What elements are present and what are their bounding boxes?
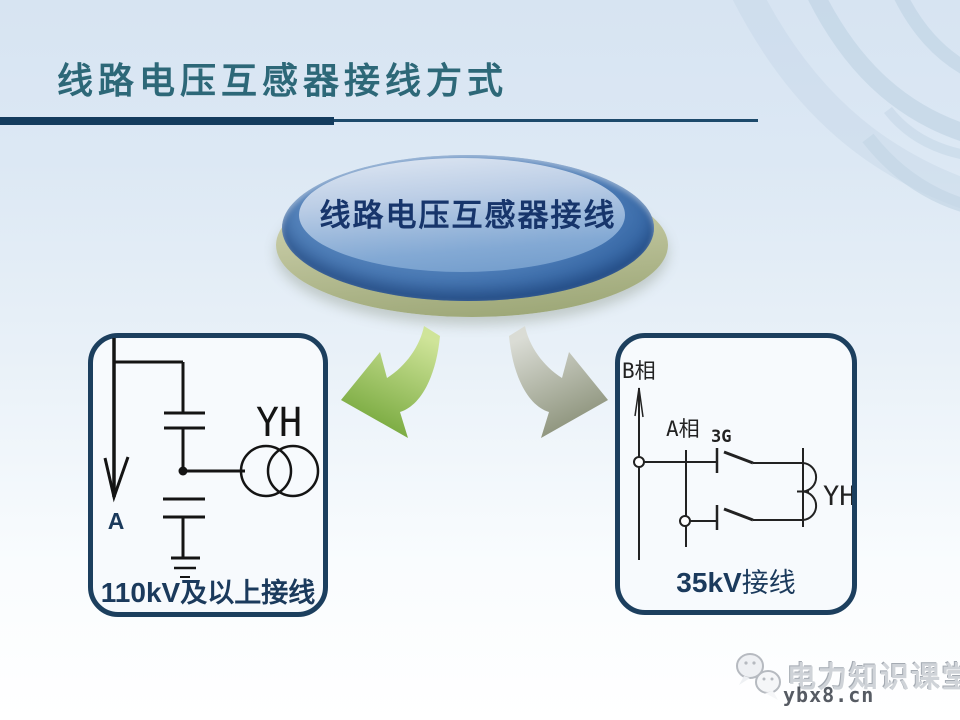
watermark-brand: 电力知识课堂	[787, 662, 960, 694]
yh-label: YH	[256, 400, 302, 446]
caption-text: 及以上接线	[180, 578, 316, 608]
switch-3g-label: 3G	[711, 427, 731, 447]
phase-b-label: B相	[622, 359, 656, 383]
caption-voltage: 110kV	[100, 577, 181, 608]
caption-35kv: 35kV接线	[620, 561, 852, 600]
disconnector-switch-upper	[715, 448, 754, 473]
panel-35kv: B相 A相 3G YH 35kV接线	[615, 333, 857, 615]
phase-a-label: A相	[666, 417, 700, 441]
node-circle-lower	[679, 515, 691, 527]
brand-logo-icon	[736, 653, 781, 700]
circuit-110kv-diagram: YH A	[103, 338, 320, 578]
yh-label: YH	[823, 481, 852, 512]
title-underline-thin	[334, 119, 758, 122]
curved-arrow-right-icon	[509, 326, 608, 438]
curved-arrow-left-icon	[341, 326, 440, 438]
circuit-35kv-diagram: B相 A相 3G YH	[622, 359, 852, 560]
phase-a-label: A	[108, 508, 125, 534]
capacitor-symbol-lower	[163, 497, 205, 519]
bubble-highlight-ellipse	[299, 158, 625, 272]
caption-110kv: 110kV及以上接线	[93, 571, 323, 610]
disconnector-switch-lower	[715, 505, 754, 530]
transformer-winding-icon	[797, 448, 818, 527]
watermark-site-url: ybx8.cn	[783, 683, 875, 707]
node-circle-upper	[633, 456, 645, 468]
slide-title: 线路电压互感器接线方式	[57, 61, 509, 101]
caption-voltage: 35kV	[676, 567, 742, 598]
bubble-label: 线路电压互感器接线	[319, 198, 617, 233]
caption-text: 接线	[741, 568, 796, 598]
panel-110kv: YH A 110kV及以上接线	[88, 333, 328, 617]
title-underline-thick	[0, 117, 334, 125]
capacitor-symbol-upper	[164, 411, 205, 430]
transformer-winding-icon	[239, 444, 320, 498]
phase-b-arrowhead-icon	[634, 387, 644, 418]
ground-symbol	[171, 556, 200, 578]
phase-a-arrowhead-icon	[103, 456, 130, 503]
watermark: 电力知识课堂 ybx8.cn	[735, 646, 960, 712]
topic-bubble: 线路电压互感器接线	[276, 150, 670, 318]
